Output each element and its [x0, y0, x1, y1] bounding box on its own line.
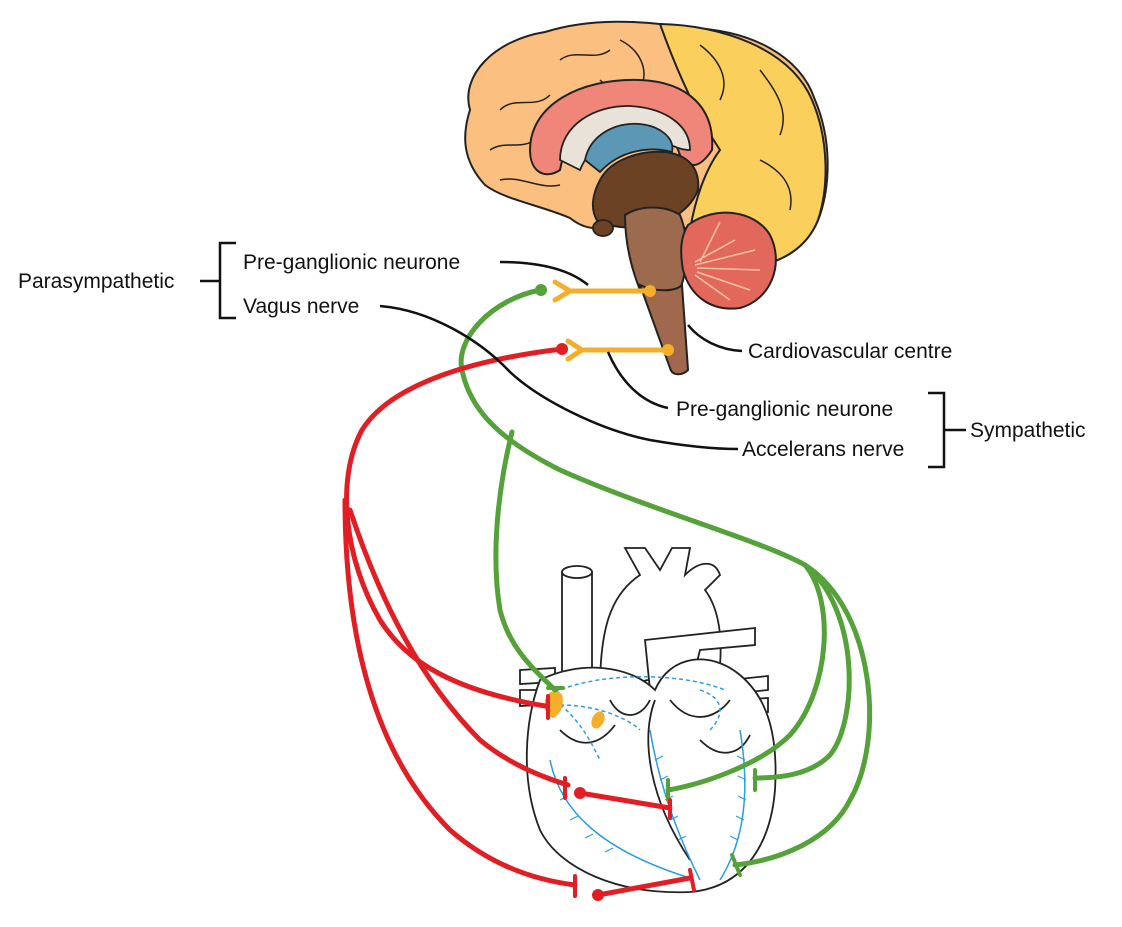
vagus-nerve-fibres [342, 346, 696, 898]
red-lower [342, 497, 578, 888]
vagus-nerve-label: Vagus nerve [243, 295, 359, 318]
cerebellum-arbor-vitae [694, 221, 761, 301]
sympathetic-label: Sympathetic [970, 419, 1086, 442]
cerebellum [680, 211, 777, 310]
heart-body [525, 658, 777, 894]
red-post-soma-1 [574, 787, 586, 799]
symp-preganglionic-terminal [565, 338, 587, 362]
green-soma [535, 284, 547, 296]
lateral-ventricle [584, 122, 674, 174]
para-preganglionic-terminal [552, 279, 575, 303]
para-preganglionic-soma [644, 285, 656, 297]
symp-preganglionic-label: Pre-ganglionic neurone [676, 398, 893, 421]
accelerans-nerve-fibres [458, 287, 873, 877]
diencephalon-midbrain [592, 150, 700, 229]
red-soma [556, 343, 568, 355]
red-post-1 [577, 790, 673, 811]
heart-illustration [519, 547, 777, 894]
green-trunk [458, 287, 808, 568]
cardiovascular-centre-label: Cardiovascular centre [748, 340, 952, 363]
medulla-oblongata [638, 282, 690, 376]
heart-valves [559, 699, 751, 754]
parasympathetic-label: Parasympathetic [18, 270, 174, 293]
red-post-soma-2 [592, 889, 604, 901]
red-trunk [344, 346, 565, 709]
red-to-av [347, 507, 571, 788]
internodal-pathways [554, 676, 726, 761]
pituitary [592, 219, 614, 237]
interventricular-septum [647, 699, 691, 861]
leader-vagus [379, 304, 739, 451]
brain-illustration [464, 20, 829, 376]
green-to-sa-node [493, 429, 558, 693]
pons [623, 206, 688, 299]
leader-symp-preganglionic [606, 351, 669, 410]
red-terminals [546, 694, 696, 898]
vena-cava-opening [561, 565, 593, 579]
para-preganglionic-label: Pre-ganglionic neurone [243, 251, 460, 274]
sympathetic-bracket [928, 391, 966, 469]
green-branch-2 [752, 562, 852, 781]
green-branch-3 [732, 562, 873, 868]
red-post-2 [595, 875, 693, 898]
parasympathetic-bracket [200, 241, 236, 320]
av-node [591, 711, 605, 729]
leader-para-preganglionic [499, 260, 589, 286]
green-terminals [546, 686, 757, 877]
leader-lines [200, 241, 966, 469]
leader-cardiovascular [687, 324, 743, 353]
accelerans-nerve-label: Accelerans nerve [742, 438, 904, 461]
symp-preganglionic-soma [662, 344, 674, 356]
preganglionic-neurones [552, 279, 671, 362]
green-branch-1 [665, 562, 827, 793]
